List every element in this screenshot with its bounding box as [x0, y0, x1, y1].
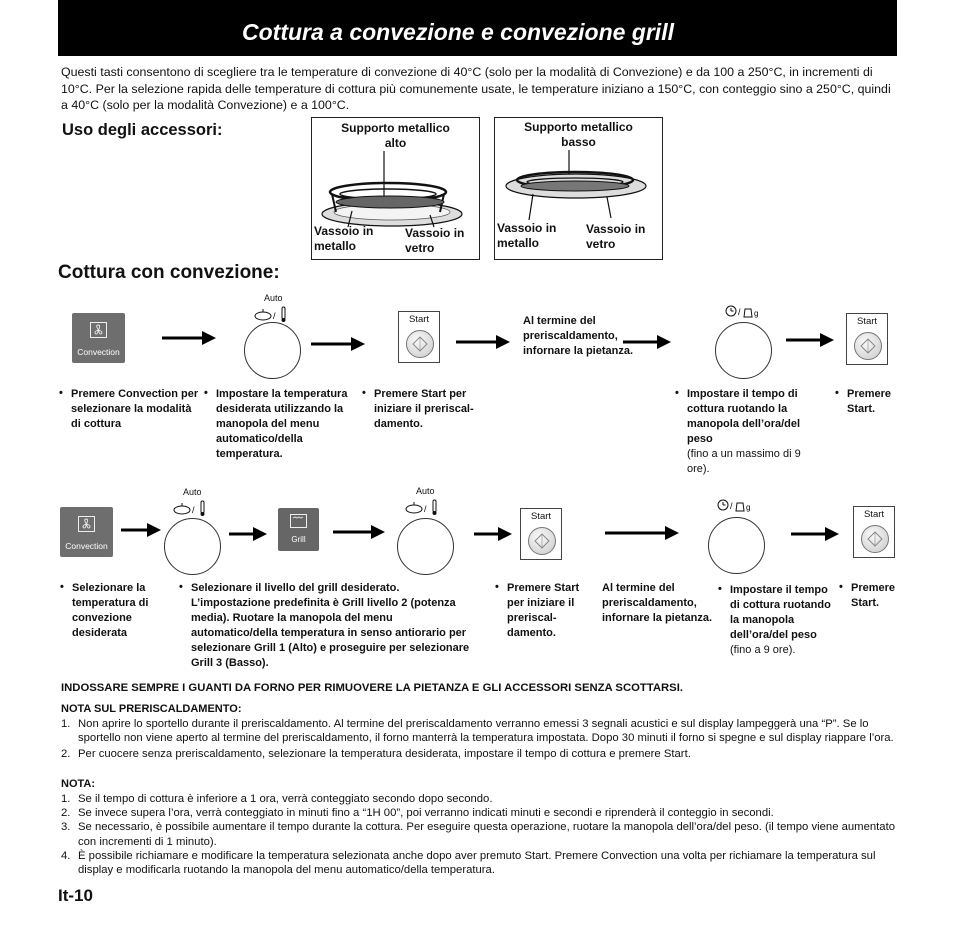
high-rack-tray-glass-label: Vassoio in vetro: [405, 226, 465, 255]
page-number: It-10: [58, 886, 93, 905]
accessory-high-rack-figure: Supporto metallico alto Vassoio in metal…: [311, 117, 480, 260]
fan-icon: [78, 516, 95, 532]
svg-text:/: /: [273, 311, 276, 321]
row2-step4: •Impostare il tempo di cottura ruotando …: [718, 583, 831, 656]
list-item: 4.È possibile richiamare e modificare la…: [61, 849, 876, 877]
svg-text:g: g: [754, 309, 758, 318]
clock-weight-icon: / g: [717, 499, 750, 512]
row1-step4: •Impostare il tempo di cottura ruotando …: [675, 387, 801, 475]
dial-auto-label: Auto: [264, 293, 283, 303]
row1-step3: •Premere Start per iniziare il preriscal…: [362, 387, 474, 430]
arrow-icon: [311, 337, 365, 351]
clock-weight-icon: / g: [725, 305, 758, 318]
svg-text:/: /: [738, 307, 741, 317]
svg-text:/: /: [424, 504, 427, 514]
row2-preheat-note: Al termine del preriscaldamento, inforna…: [602, 582, 713, 624]
high-rack-illustration: [321, 151, 463, 228]
warning-text: INDOSSARE SEMPRE I GUANTI DA FORNO PER R…: [61, 682, 683, 694]
start-diamond-icon: [860, 338, 876, 354]
low-rack-tray-glass-label: Vassoio in vetro: [586, 222, 646, 251]
temperature-dial[interactable]: [244, 322, 301, 379]
dial-auto-label: Auto: [183, 487, 202, 497]
title-bar: [58, 0, 897, 56]
row2-step3: •Premere Start per iniziare il preriscal…: [495, 581, 580, 639]
list-item: 2.Per cuocere senza preriscaldamento, se…: [61, 748, 691, 761]
convection-button-label: Convection: [65, 541, 108, 551]
notes-list: 1.Se il tempo di cottura è inferiore a 1…: [61, 792, 897, 877]
arrow-icon: [791, 527, 839, 541]
arrow-icon: [229, 527, 267, 541]
start-button[interactable]: Start: [520, 508, 562, 560]
start-button-label: Start: [856, 316, 878, 327]
low-rack-label: Supporto metallico basso: [524, 120, 633, 149]
start-diamond-icon: [867, 531, 883, 547]
start-button-circle: [406, 330, 434, 358]
grill-icon: [290, 514, 307, 528]
fan-icon: [90, 322, 107, 338]
temperature-dial[interactable]: [164, 518, 221, 575]
convection-button[interactable]: Convection: [72, 313, 125, 363]
start-diamond-icon: [534, 533, 550, 549]
arrow-icon: [605, 526, 679, 540]
start-button-circle: [854, 332, 882, 360]
low-rack-illustration: [505, 150, 647, 221]
start-button[interactable]: Start: [398, 311, 440, 363]
arrow-icon: [623, 335, 671, 349]
svg-text:/: /: [192, 505, 195, 515]
start-button-label: Start: [863, 509, 885, 520]
preheat-notes-heading: NOTA SUL PRERISCALDAMENTO:: [61, 703, 242, 715]
arrow-icon: [456, 335, 510, 349]
preheat-notes-list: 1.Non aprire lo sportello durante il pre…: [61, 717, 897, 762]
convection-button-label: Convection: [77, 347, 120, 357]
intro-paragraph: Questi tasti consentono di scegliere tra…: [61, 65, 891, 112]
row1-preheat-note: Al termine del preriscaldamento, inforna…: [523, 315, 634, 357]
list-item: 3.Se necessario, è possibile aumentare i…: [61, 821, 896, 848]
temperature-dial[interactable]: [397, 518, 454, 575]
accessory-low-rack-figure: Supporto metallico basso Vassoio in meta…: [494, 117, 663, 260]
row2-step1: •Selezionare la temperatura di convezion…: [60, 581, 149, 639]
auto-temp-icon: /: [405, 499, 437, 515]
arrow-icon: [121, 523, 161, 537]
row2-step2: •Selezionare il livello del grill deside…: [179, 581, 470, 669]
list-item: 1.Non aprire lo sportello durante il pre…: [61, 718, 894, 745]
dial-auto-label: Auto: [416, 486, 435, 496]
accessories-heading: Uso degli accessori:: [62, 121, 223, 139]
start-button[interactable]: Start: [853, 506, 895, 558]
auto-temp-icon: /: [173, 500, 205, 516]
svg-text:/: /: [730, 501, 733, 511]
arrow-icon: [474, 527, 512, 541]
time-weight-dial[interactable]: [708, 517, 765, 574]
auto-temp-icon: /: [254, 306, 286, 322]
row1-step1: •Premere Convection per selezionare la m…: [59, 387, 199, 430]
start-diamond-icon: [412, 336, 428, 352]
high-rack-tray-metal-label: Vassoio in metallo: [314, 224, 374, 253]
grill-button[interactable]: Grill: [278, 508, 319, 551]
high-rack-label: Supporto metallico alto: [341, 121, 450, 150]
start-button-label: Start: [408, 314, 430, 325]
start-button[interactable]: Start: [846, 313, 888, 365]
list-item: 2.Se invece supera l’ora, verrà conteggi…: [61, 807, 774, 820]
start-button-circle: [528, 527, 556, 555]
grill-button-label: Grill: [291, 535, 306, 544]
start-button-circle: [861, 525, 889, 553]
time-weight-dial[interactable]: [715, 322, 772, 379]
list-item: 1.Se il tempo di cottura è inferiore a 1…: [61, 793, 493, 805]
row1-step5: •Premere Start.: [835, 387, 892, 415]
row1-step2: •Impostare la temperatura desiderata uti…: [204, 387, 348, 460]
convection-button[interactable]: Convection: [60, 507, 113, 557]
row2-step5: •Premere Start.: [839, 581, 896, 609]
convection-heading: Cottura con convezione:: [58, 262, 280, 283]
arrow-icon: [333, 525, 385, 539]
page-title: Cottura a convezione e convezione grill: [242, 19, 674, 45]
notes-heading: NOTA:: [61, 778, 96, 790]
arrow-icon: [786, 333, 834, 347]
arrow-icon: [162, 331, 216, 345]
svg-text:g: g: [746, 503, 750, 512]
low-rack-tray-metal-label: Vassoio in metallo: [497, 221, 557, 250]
start-button-label: Start: [530, 511, 552, 522]
